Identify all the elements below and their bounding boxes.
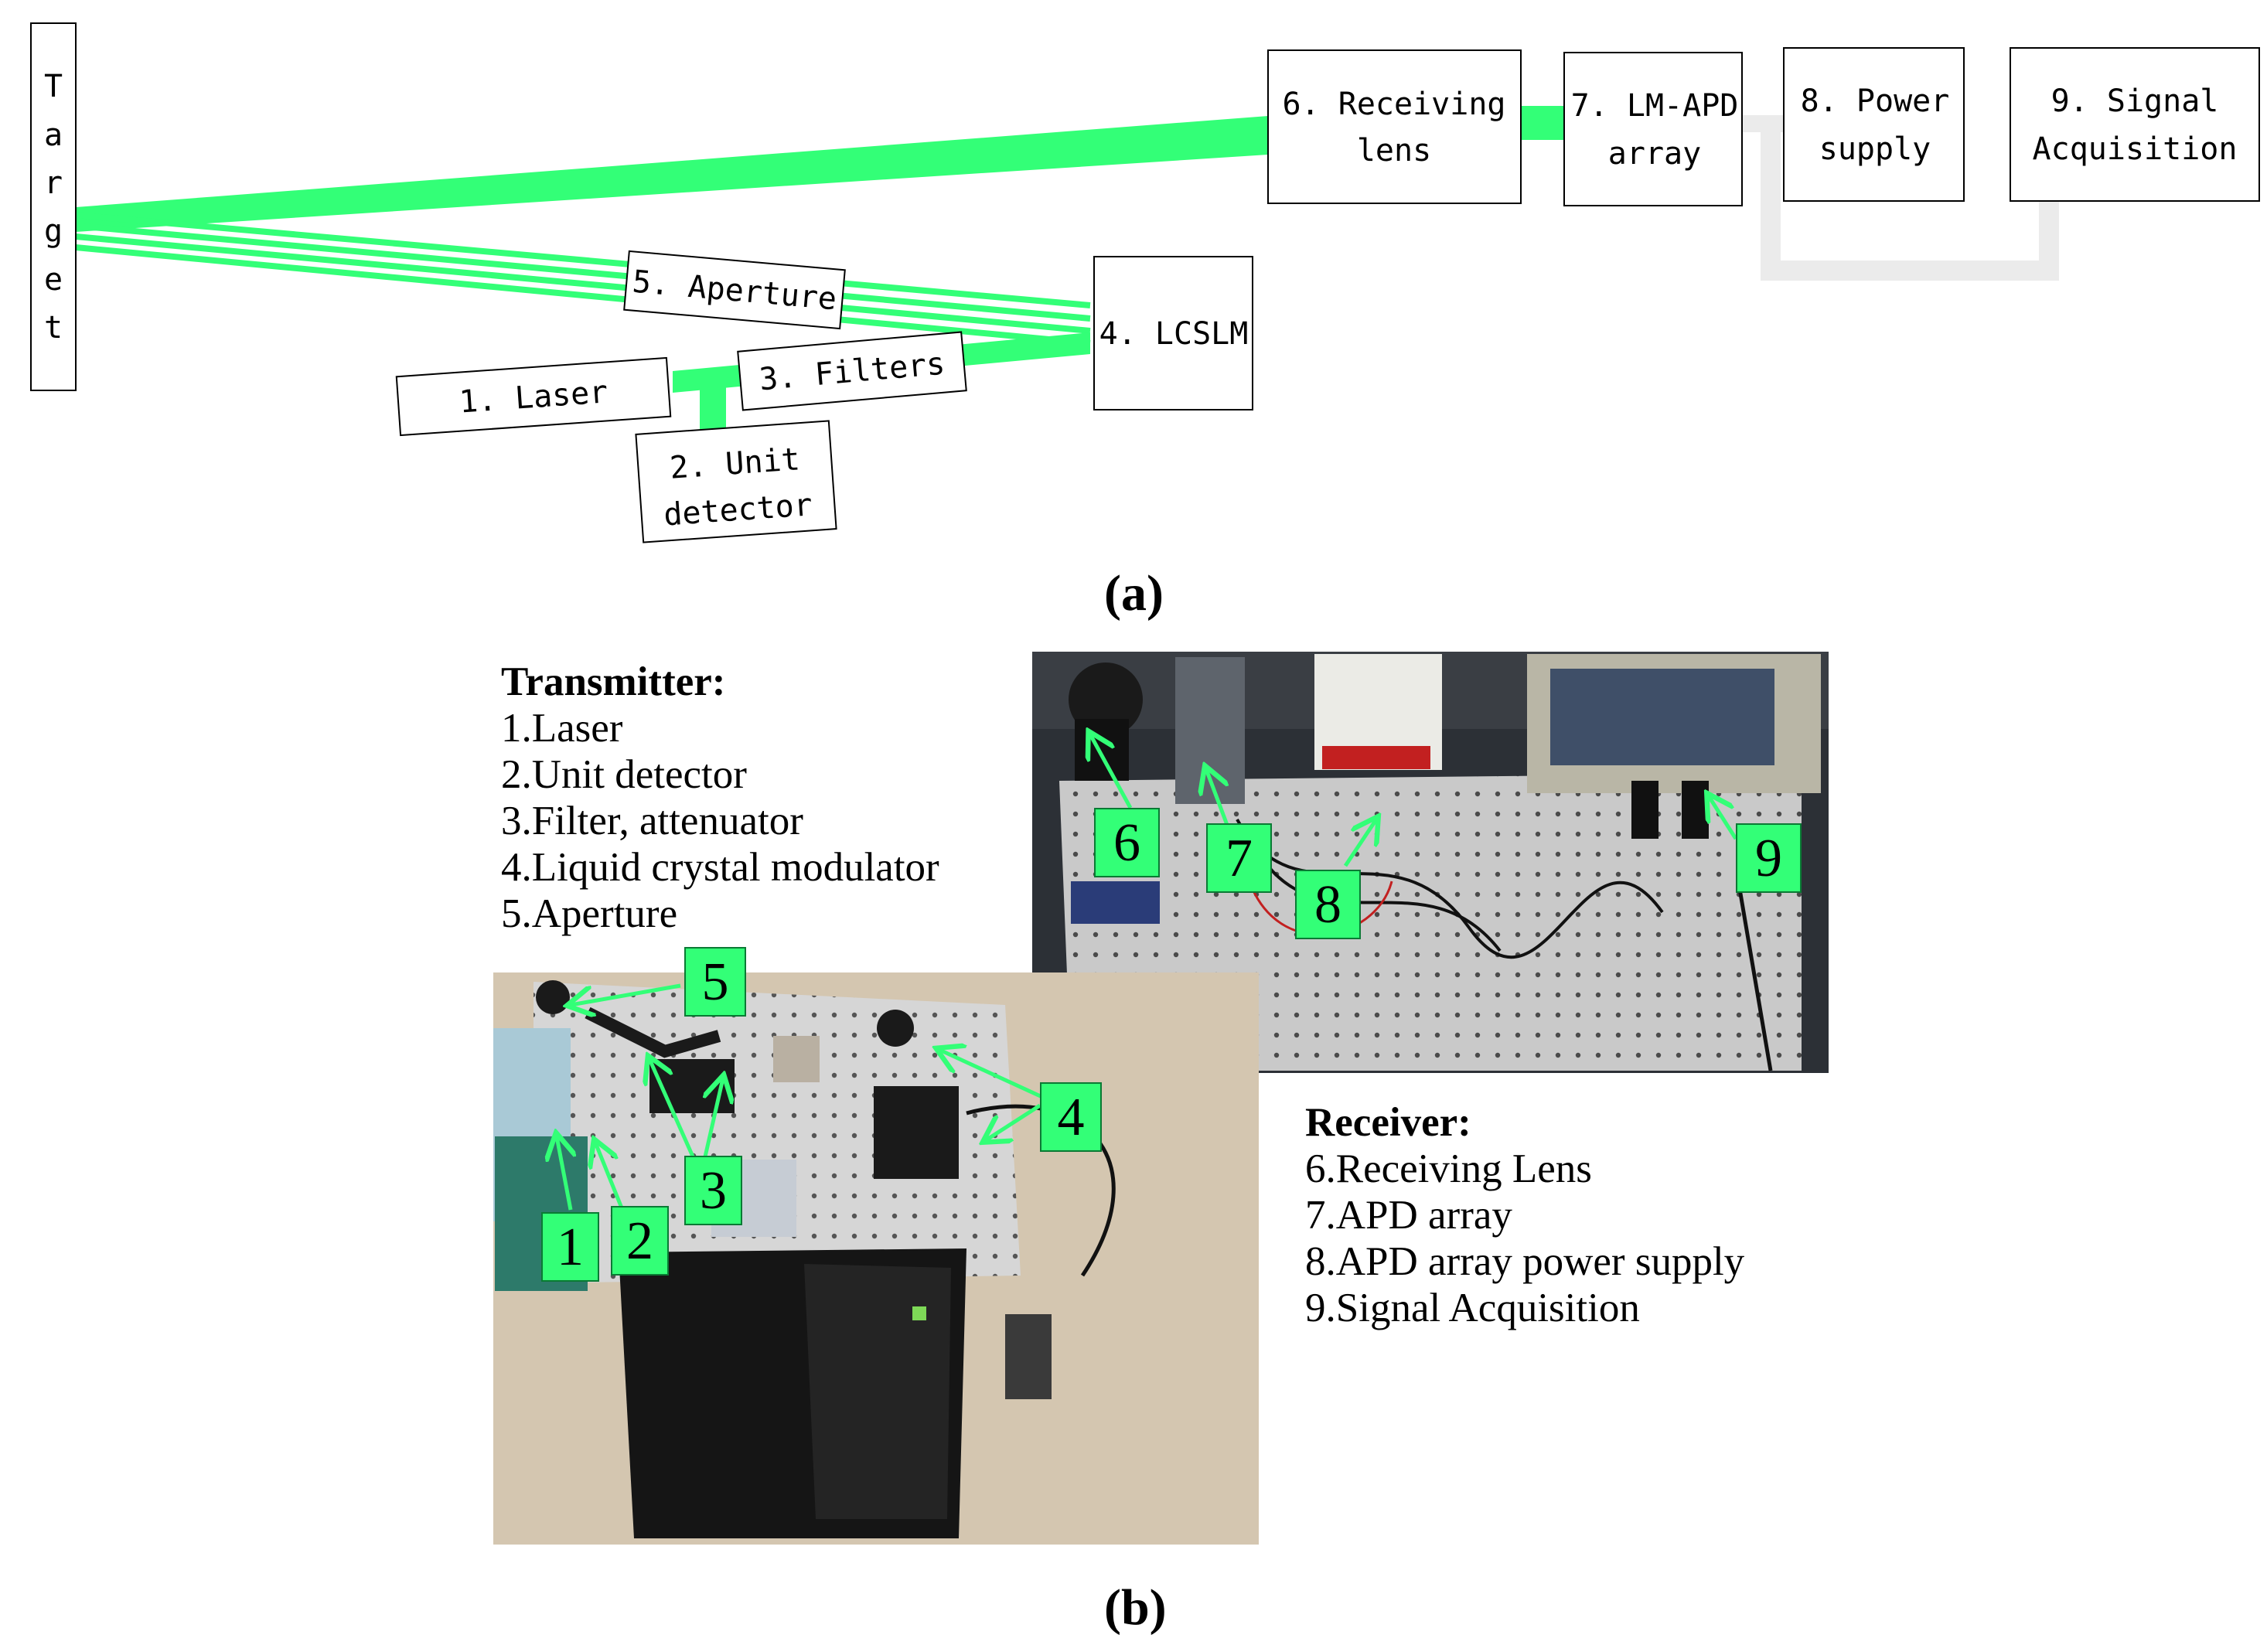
transmitter-legend: Transmitter: 1.Laser 2.Unit detector 3.F… (501, 659, 939, 937)
receiver-heading: Receiver: (1305, 1100, 1471, 1145)
target-label-3: g (44, 213, 63, 249)
receive-beam (76, 116, 1268, 232)
receiving-lens-label-1: 6. Receiving (1283, 87, 1506, 122)
marker-3: 3 (684, 1156, 742, 1225)
power-supply-label-1: 8. Power (1801, 83, 1950, 119)
marker-5: 5 (684, 947, 746, 1017)
target-label-4: e (44, 262, 63, 298)
receiver-legend: Receiver: 6.Receiving Lens 7.APD array 8… (1305, 1099, 1744, 1331)
filters-box: 3. Filters (737, 331, 967, 411)
caption-b: (b) (1104, 1579, 1167, 1636)
signal-acq-label-2: Acquisition (2033, 131, 2238, 167)
transmit-beam-1 (75, 212, 1091, 308)
receiving-lens-box: 6. Receiving lens (1267, 49, 1522, 204)
signal-acquisition-box: 9. Signal Acquisition (2010, 47, 2260, 202)
signal-acq-label-1: 9. Signal (2051, 83, 2219, 119)
transmit-beam-4 (75, 244, 1091, 346)
lcslm-label: 4. LCSLM (1099, 316, 1249, 352)
lcslm-box: 4. LCSLM (1093, 256, 1253, 410)
target-label-1: a (44, 118, 63, 153)
unit-detector-box: 2. Unit detector (635, 420, 837, 543)
transmitter-item-4: 4.Liquid crystal modulator (501, 845, 939, 890)
transmitter-photo (493, 972, 1259, 1545)
target-box: T a r g e t (30, 22, 77, 391)
lm-apd-box: 7. LM-APD array (1563, 52, 1743, 206)
signal-cable (1761, 124, 2059, 281)
panel-a-diagram: T a r g e t 6. Receiving lens 7. LM-APD … (30, 22, 2260, 543)
power-supply-label-2: supply (1819, 131, 1931, 167)
receiver-item-9: 9.Signal Acquisition (1305, 1286, 1640, 1330)
lm-apd-label-2: array (1608, 136, 1701, 172)
target-label-0: T (44, 69, 63, 104)
marker-7: 7 (1206, 823, 1272, 893)
marker-8: 8 (1295, 870, 1361, 939)
power-supply-box: 8. Power supply (1783, 47, 1965, 202)
transmit-beam-2 (75, 223, 1091, 322)
marker-4: 4 (1040, 1082, 1102, 1152)
aperture-box: 5. Aperture (623, 250, 846, 330)
transmitter-item-5: 5.Aperture (501, 891, 678, 936)
marker-2: 2 (611, 1206, 669, 1276)
receiver-item-7: 7.APD array (1305, 1193, 1512, 1238)
receiving-lens-photo (1069, 663, 1143, 737)
target-label-5: t (44, 310, 63, 346)
transmitter-item-1: 1.Laser (501, 706, 623, 751)
oscilloscope-screen (1550, 669, 1774, 765)
unit-detector-beam (700, 379, 726, 437)
lm-apd-label-1: 7. LM-APD (1571, 88, 1739, 124)
transmitter-heading: Transmitter: (501, 659, 726, 704)
callout-arrows (557, 734, 1738, 1211)
transmitter-item-3: 3.Filter, attenuator (501, 799, 803, 843)
target-label-2: r (44, 165, 63, 201)
lens-to-apd-beam (1518, 106, 1564, 140)
marker-1: 1 (541, 1212, 599, 1282)
receiver-item-6: 6.Receiving Lens (1305, 1146, 1592, 1191)
transmitter-item-2: 2.Unit detector (501, 752, 747, 797)
caption-a: (a) (1104, 565, 1164, 622)
marker-6: 6 (1094, 808, 1160, 877)
marker-9: 9 (1736, 823, 1802, 893)
receiving-lens-label-2: lens (1357, 133, 1431, 169)
receiver-item-8: 8.APD array power supply (1305, 1239, 1745, 1284)
transmit-beam-3 (75, 233, 1091, 334)
laser-box: 1. Laser (395, 356, 672, 437)
